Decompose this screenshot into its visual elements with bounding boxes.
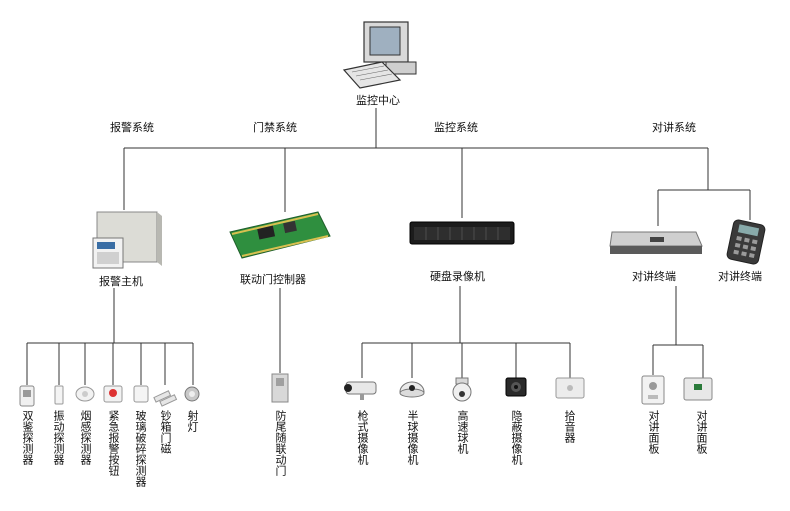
dual-detector-icon — [19, 385, 35, 407]
leaf-label: 对讲面板 — [647, 410, 660, 454]
subsystem-label-access: 门禁系统 — [253, 121, 297, 134]
nvr-icon — [409, 221, 515, 245]
hidden-camera-icon — [505, 377, 527, 397]
subsystem-label-intercom: 对讲系统 — [652, 121, 696, 134]
speed-dome-icon — [452, 377, 472, 402]
leaf-label: 半球摄像机 — [406, 410, 419, 465]
leaf-label: 玻璃破碎探测器 — [134, 410, 147, 487]
leaf-label: 射灯 — [186, 410, 199, 432]
dome-camera-icon — [399, 381, 425, 398]
leaf-label: 紧急报警按钮 — [107, 410, 120, 476]
device-label-alarm-host: 报警主机 — [99, 275, 143, 288]
intercom-terminal-a-icon — [609, 231, 703, 254]
leaf-label: 钞箱门磁 — [159, 410, 172, 454]
alarm-host-icon — [92, 211, 162, 269]
device-label-door-controller: 联动门控制器 — [240, 273, 306, 286]
leaf-label: 高速球机 — [456, 410, 469, 454]
leaf-label: 振动探测器 — [52, 410, 65, 465]
leaf-label: 烟感探测器 — [79, 410, 92, 465]
leaf-label: 防尾随联动门 — [274, 410, 287, 476]
glass-break-detector-icon — [133, 385, 149, 403]
device-label-intercom-terminal-a: 对讲终端 — [632, 270, 676, 283]
panic-button-icon — [103, 385, 123, 403]
smoke-detector-icon — [75, 386, 95, 402]
intercom-panel-icon — [683, 377, 713, 401]
leaf-label: 对讲面板 — [695, 410, 708, 454]
subsystem-label-video: 监控系统 — [434, 121, 478, 134]
leaf-label: 拾音器 — [563, 410, 576, 443]
device-label-nvr: 硬盘录像机 — [430, 270, 485, 283]
connector-lines — [26, 108, 751, 385]
leaf-label: 双鉴探测器 — [21, 410, 34, 465]
door-contact-icon — [153, 390, 178, 407]
device-label-intercom-terminal-b: 对讲终端 — [718, 270, 762, 283]
microphone-icon — [555, 377, 585, 399]
interlock-door-icon — [271, 373, 289, 403]
intercom-panel-icon — [641, 375, 665, 405]
computer-icon — [342, 21, 417, 89]
vibration-detector-icon — [54, 385, 64, 405]
bullet-camera-icon — [344, 381, 377, 400]
door-controller-icon — [229, 211, 331, 259]
leaf-label: 枪式摄像机 — [356, 410, 369, 465]
leaf-label: 隐蔽摄像机 — [510, 410, 523, 465]
center-label: 监控中心 — [356, 94, 400, 107]
spotlight-icon — [184, 386, 200, 402]
subsystem-label-alarm: 报警系统 — [110, 121, 154, 134]
intercom-terminal-b-icon — [726, 219, 766, 265]
